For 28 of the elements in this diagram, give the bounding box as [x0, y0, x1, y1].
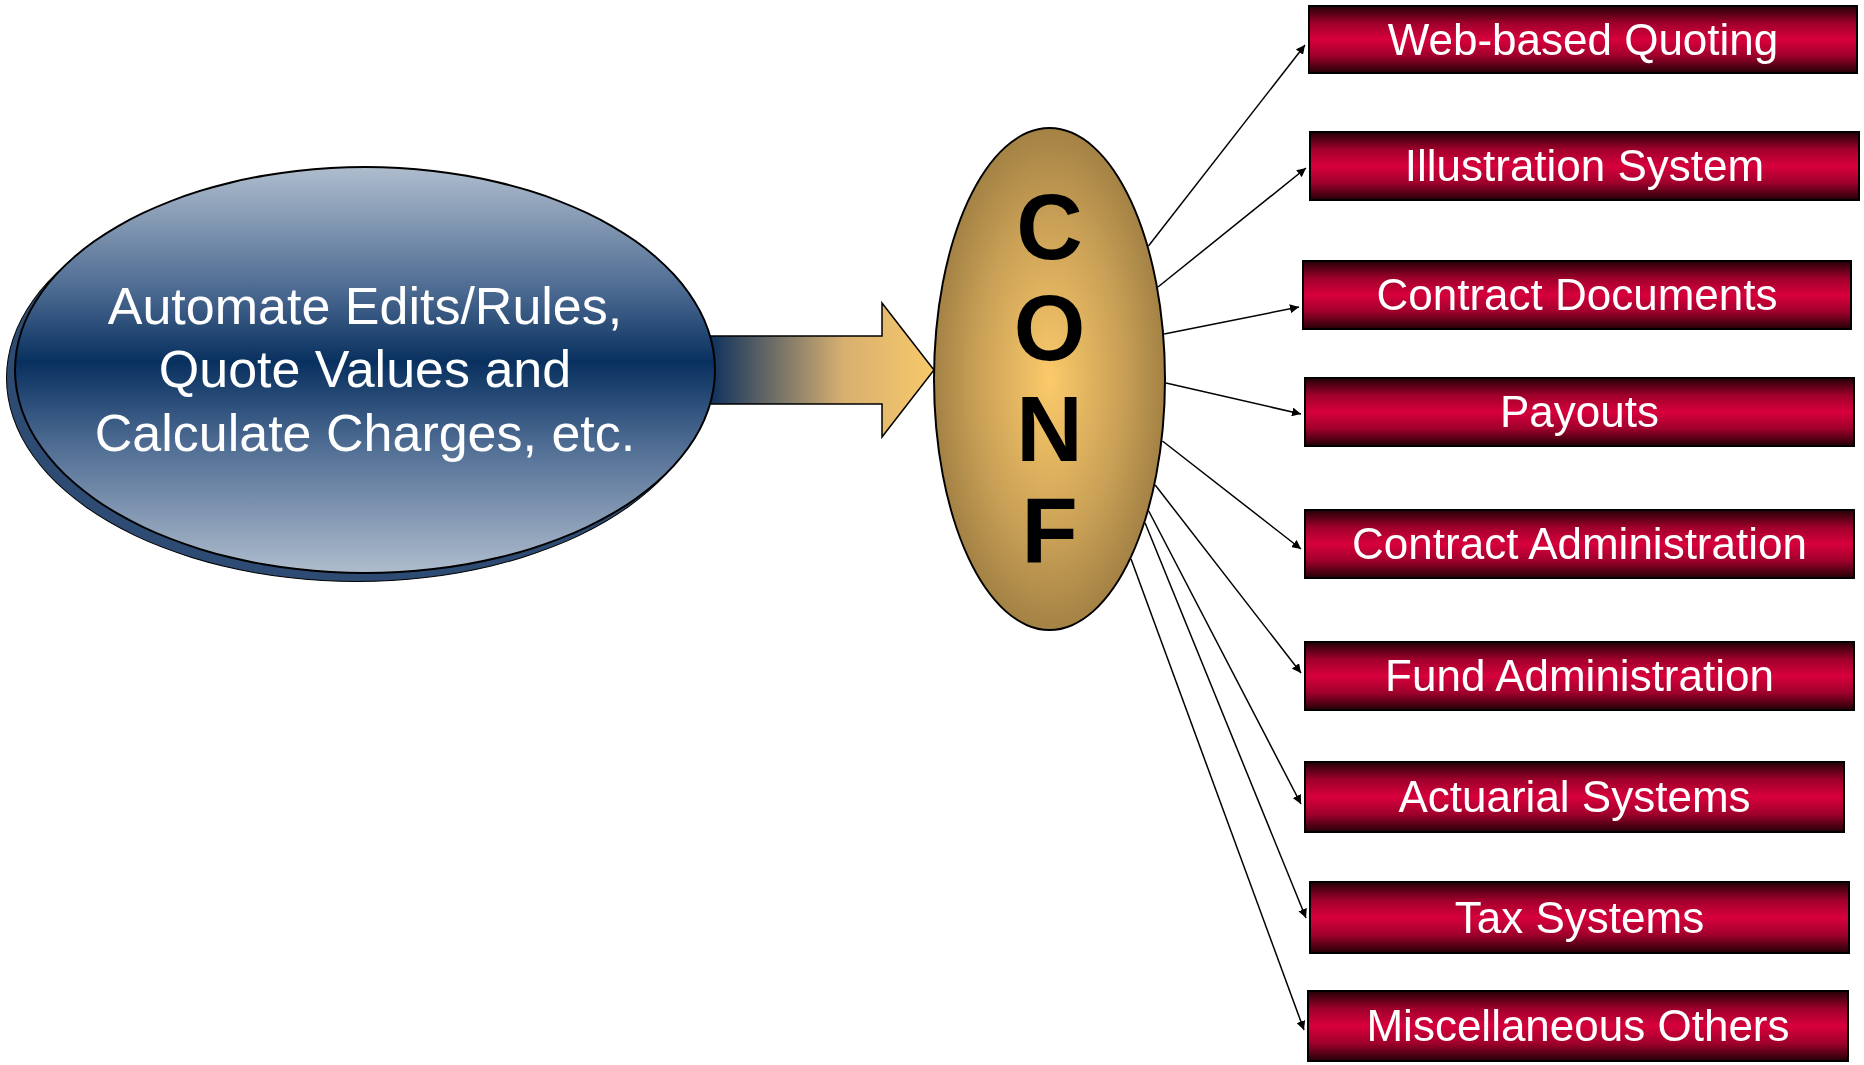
system-box	[1304, 377, 1855, 447]
box-label: Illustration System	[1404, 144, 1765, 188]
arrow	[1144, 522, 1307, 919]
system-box	[1304, 641, 1855, 711]
arrow	[1154, 484, 1302, 674]
system-box	[1304, 761, 1845, 833]
system-box	[1304, 509, 1855, 579]
arrow	[1147, 44, 1306, 247]
arrow	[1157, 167, 1307, 288]
system-box	[1302, 260, 1852, 330]
box-label: Fund Administration	[1385, 654, 1774, 698]
system-box	[1307, 990, 1849, 1062]
box-label: Actuarial Systems	[1398, 775, 1751, 819]
arrow	[1148, 510, 1302, 805]
hub-label: CONF	[1012, 176, 1087, 582]
arrow	[1130, 558, 1306, 1031]
box-label: Web-based Quoting	[1387, 17, 1779, 62]
box-label: Miscellaneous Others	[1366, 1004, 1790, 1048]
arrow	[1165, 382, 1302, 417]
arrow	[1161, 440, 1302, 550]
system-box	[1308, 5, 1858, 74]
system-box	[1309, 131, 1860, 201]
box-label: Contract Administration	[1352, 522, 1807, 566]
ellipse-label: Automate Edits/Rules, Quote Values and Calculate Charges, etc.	[93, 275, 637, 464]
box-label: Contract Documents	[1376, 273, 1778, 317]
system-box	[1309, 881, 1850, 954]
box-label: Tax Systems	[1454, 895, 1705, 940]
box-label: Payouts	[1500, 390, 1659, 434]
